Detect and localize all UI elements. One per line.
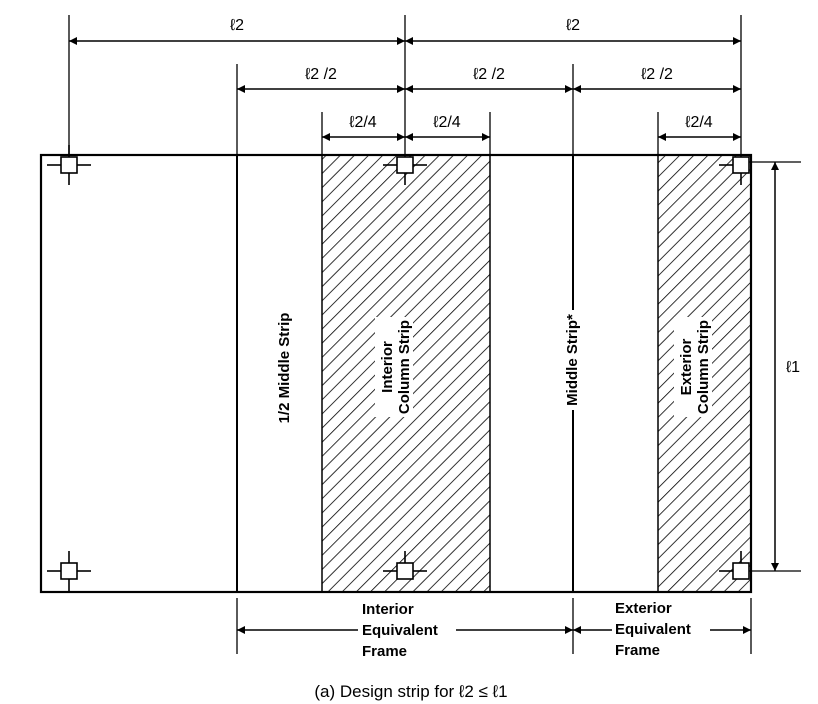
column-icon: [47, 551, 91, 591]
slab-outline: [39, 153, 753, 594]
dimension-label-l2: ℓ2: [566, 17, 580, 34]
strip-label-interior-column: Interior: [379, 341, 396, 393]
frame-label-exterior: Exterior: [615, 600, 672, 617]
dimension-label-l2-half: ℓ2 /2: [305, 66, 337, 83]
dimension-label-l2: ℓ2: [230, 17, 244, 34]
strip-label-exterior-column: Exterior: [678, 338, 695, 395]
frame-label-exterior: Equivalent: [615, 621, 691, 638]
column-icon: [719, 156, 750, 185]
column-icon: [47, 145, 91, 185]
column-icon: [719, 551, 750, 580]
dimension-label-l2-half: ℓ2 /2: [473, 66, 505, 83]
column-icon: [383, 551, 427, 580]
dimension-label-l2-half: ℓ2 /2: [641, 66, 673, 83]
frame-label-interior: Interior: [362, 601, 414, 618]
figure-caption: (a) Design strip for ℓ2 ≤ ℓ1: [314, 682, 507, 701]
dimension-label-l2-quarter: ℓ2/4: [685, 114, 713, 131]
frame-label-exterior: Frame: [615, 642, 660, 659]
strip-label-half-middle: 1/2 Middle Strip: [276, 313, 293, 424]
strip-label-interior-column: Column Strip: [396, 320, 413, 414]
dimension-label-l2-quarter: ℓ2/4: [433, 114, 461, 131]
frame-label-interior: Equivalent: [362, 622, 438, 639]
frame-label-interior: Frame: [362, 643, 407, 660]
column-icon: [383, 156, 427, 185]
dimension-label-l1: ℓ1: [786, 359, 800, 376]
dimension-label-l2-quarter: ℓ2/4: [349, 114, 377, 131]
strip-label-middle: Middle Strip*: [564, 314, 581, 406]
strip-label-exterior-column: Column Strip: [695, 320, 712, 414]
